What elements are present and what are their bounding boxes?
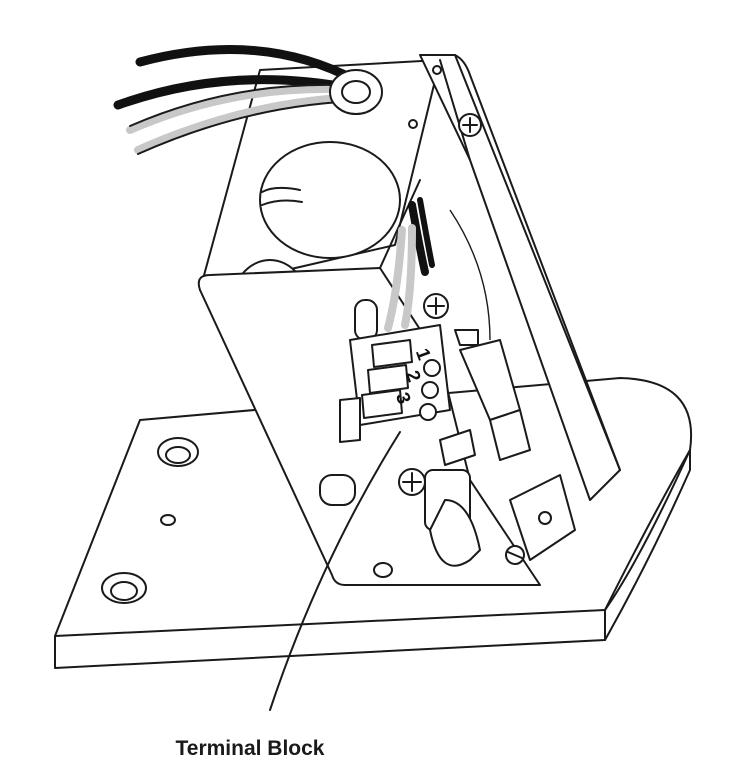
leader-line <box>269 431 401 711</box>
wire-grommet <box>329 69 383 115</box>
mounting-hole <box>101 572 147 604</box>
terminal-screw <box>421 381 439 399</box>
mounting-hole <box>157 437 199 467</box>
black-wire <box>113 75 355 110</box>
internal-components <box>319 293 576 578</box>
terminal-block-callout: Terminal Block <box>176 431 401 760</box>
black-wire <box>135 45 360 85</box>
cable-hole <box>259 141 401 259</box>
terminal-block-label: Terminal Block <box>176 737 325 760</box>
wires <box>113 45 491 341</box>
terminal-screw <box>423 359 441 377</box>
terminal-block: 1 2 3 <box>339 324 451 443</box>
mounting-hole <box>160 514 176 526</box>
terminal-screw <box>419 403 437 421</box>
